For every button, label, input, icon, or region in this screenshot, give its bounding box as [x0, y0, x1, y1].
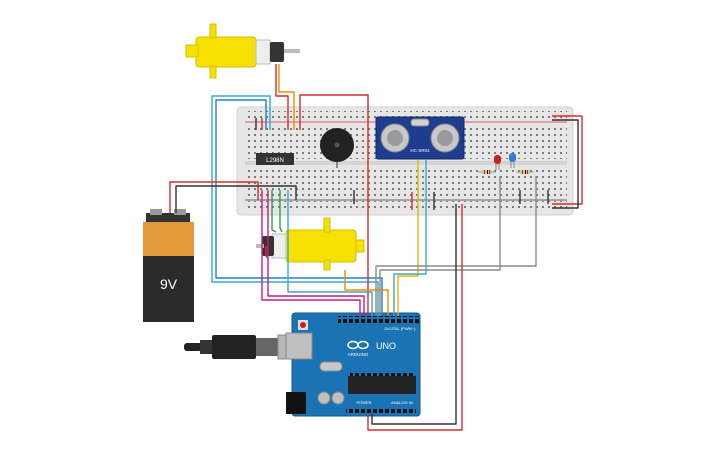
piezo-buzzer[interactable] [320, 128, 354, 168]
sensor-label: HC-SR04 [410, 148, 430, 153]
ultrasonic-sensor[interactable]: HC-SR04 [375, 116, 465, 160]
wire-blue-left [215, 99, 383, 316]
wire-green-motor2 [271, 190, 277, 233]
wire-red-battery [169, 181, 259, 213]
microcontroller-chip [348, 376, 416, 394]
wire-red-loop [299, 94, 369, 316]
svg-text:DIGITAL (PWM~): DIGITAL (PWM~) [385, 326, 417, 331]
led-blue[interactable] [509, 153, 516, 168]
wire-gray-led1 [379, 176, 501, 316]
arduino-uno[interactable]: DIGITAL (PWM~) ARDUINO UNO POWER ANALOG … [285, 312, 421, 417]
arduino-model: UNO [376, 341, 396, 351]
wire-yellow-sensor [397, 160, 419, 316]
wire-magenta-2 [267, 190, 365, 316]
wire-red-5v-loop [367, 204, 463, 431]
svg-text:ANALOG IN: ANALOG IN [391, 400, 413, 405]
wire-black-rail-right [552, 119, 579, 209]
arduino-brand: ARDUINO [348, 352, 369, 357]
wire-red-motor1 [275, 64, 289, 130]
resistor-1[interactable] [478, 170, 496, 174]
wire-orange-buzzer [344, 270, 389, 316]
wire-red-motor2 [265, 246, 269, 259]
wire-orange-motor1 [278, 64, 295, 130]
wire-purple-cyan [287, 190, 373, 316]
svg-text:POWER: POWER [356, 400, 371, 405]
motor-driver-chip[interactable]: L298N [256, 153, 294, 165]
wire-cyan-left [211, 95, 379, 316]
wire-black-battery [175, 185, 297, 213]
wire-black-gnd-loop [371, 204, 457, 425]
wires [169, 64, 583, 431]
terminal-strip-bottom [245, 167, 567, 199]
wire-cyan-sensor [393, 160, 427, 316]
dc-motor-bottom[interactable] [256, 217, 365, 271]
battery-9v[interactable]: 9V [143, 209, 194, 322]
digital-header [338, 316, 420, 323]
top-power-rail [245, 111, 567, 121]
wire-magenta-1 [261, 190, 361, 316]
driver-chip-label: L298N [266, 158, 284, 164]
resistor-2[interactable] [516, 170, 534, 174]
reset-button[interactable] [300, 322, 306, 328]
led-red[interactable] [494, 155, 501, 170]
bottom-power-rail [245, 201, 567, 211]
wire-green-2 [279, 190, 283, 233]
battery-label: 9V [160, 276, 178, 292]
wire-red-rail-right [552, 115, 583, 205]
dc-motor-top[interactable] [185, 23, 300, 79]
power-analog-header [346, 407, 416, 414]
